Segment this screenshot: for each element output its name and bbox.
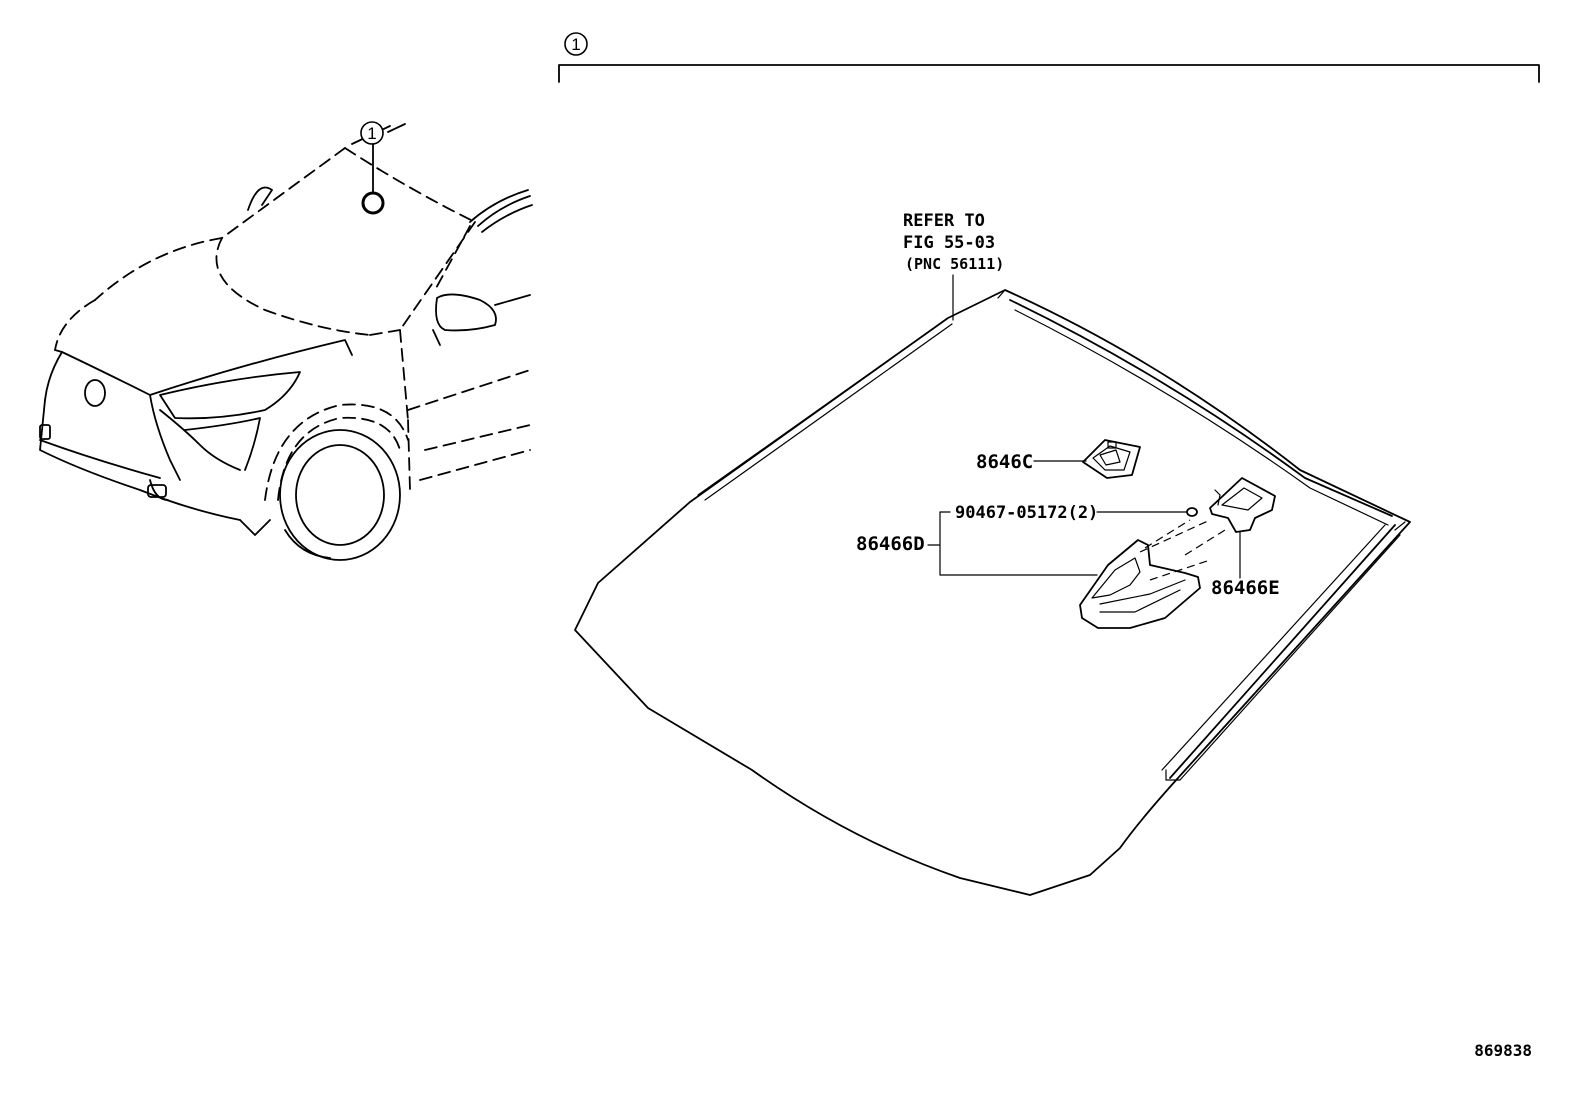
leader-86466d: [927, 511, 1098, 576]
label-8646c: 8646C: [976, 451, 1033, 473]
callout-number: 1: [367, 124, 376, 143]
refer-line-3: (PNC 56111): [905, 255, 1004, 273]
label-86466d: 86466D: [856, 533, 925, 555]
label-86466e: 86466E: [1211, 577, 1280, 599]
group-bracket: 1: [558, 32, 1540, 83]
assembly-guides: [1139, 519, 1226, 581]
clip-90467: [1186, 507, 1198, 517]
part-86466e-drawing: [1209, 477, 1276, 533]
refer-line-1: REFER TO: [903, 211, 985, 231]
bracket-callout-circle: [564, 32, 588, 56]
vehicle-overview: 1: [39, 121, 533, 561]
figure-number: 869838: [1474, 1041, 1532, 1060]
part-86466d-drawing: [1079, 539, 1201, 629]
location-marker: [361, 191, 385, 215]
bracket-callout-number: 1: [571, 35, 580, 54]
callout-circle: [360, 121, 384, 145]
refer-line-2: FIG 55-03: [903, 233, 995, 253]
windshield-glass: [574, 289, 1411, 896]
part-8646c-drawing: [1082, 439, 1141, 479]
label-90467-05172: 90467-05172(2): [955, 503, 1098, 523]
